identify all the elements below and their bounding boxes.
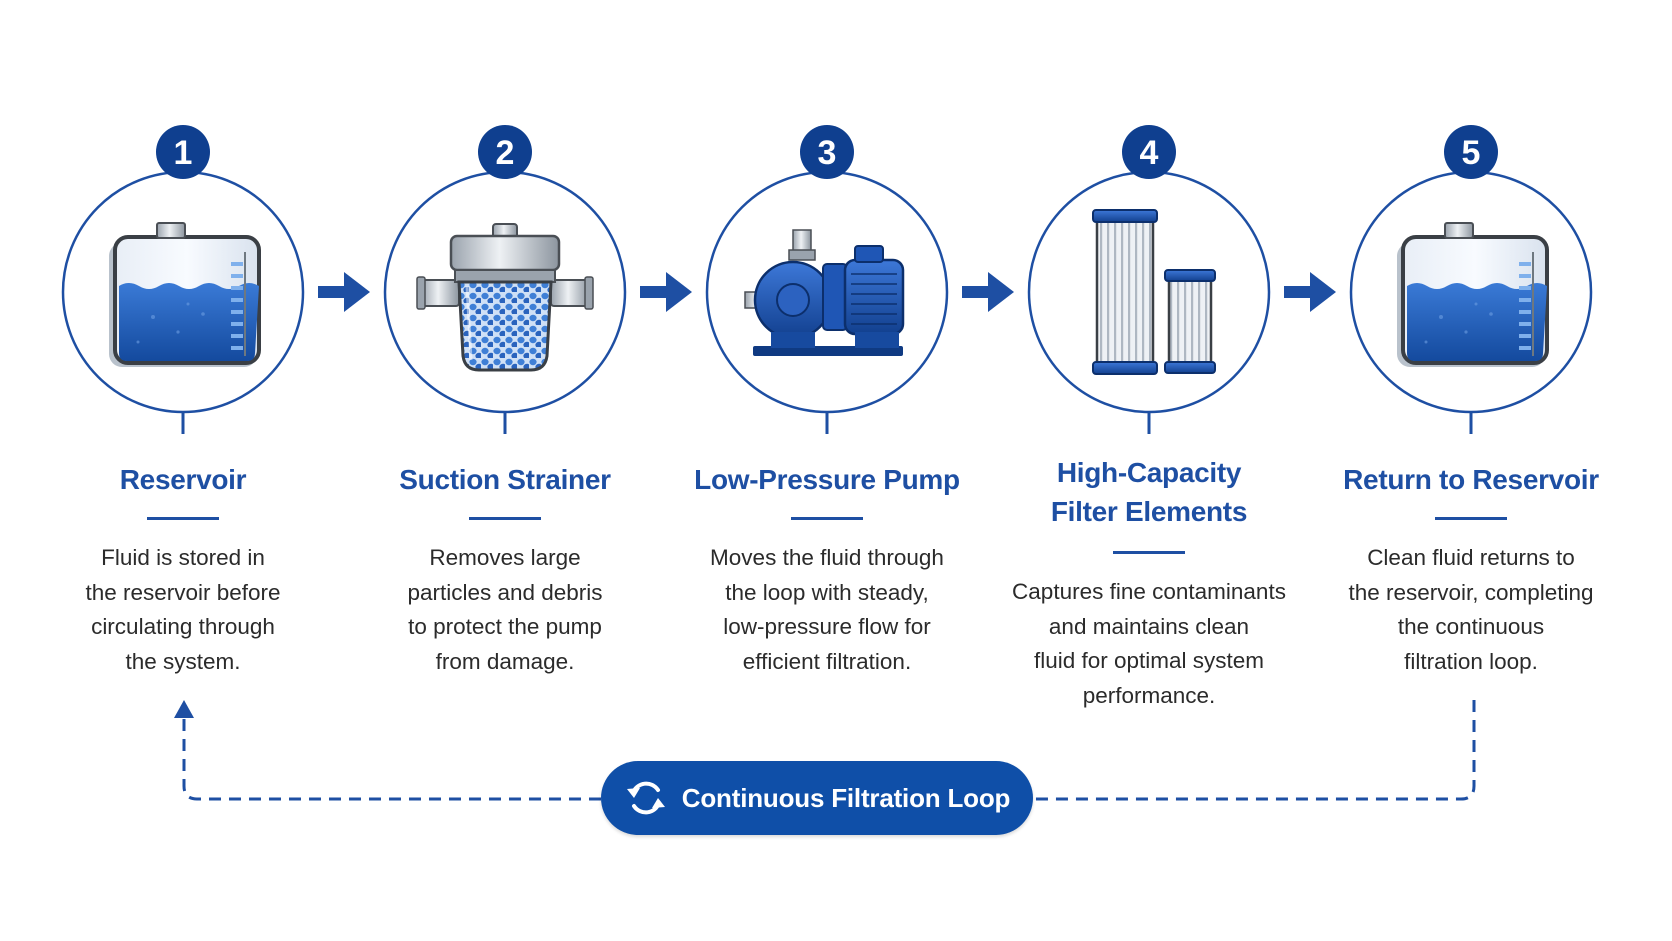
step-title: Return to Reservoir [1311, 460, 1631, 499]
flow-arrow [640, 272, 692, 312]
step-description-line: the continuous [1397, 614, 1545, 639]
step-title: Suction Strainer [345, 460, 665, 499]
step-description: Captures fine contaminants and maintains … [989, 575, 1309, 713]
step-number: 1 [174, 134, 193, 172]
step-description-line: filtration loop. [1404, 648, 1538, 674]
step-1-graphic: 1 [61, 125, 305, 434]
step-description: Moves the fluid through the loop with ste… [667, 541, 987, 679]
step-description: Removes large particles and debris to prot… [345, 541, 665, 679]
step-3-graphic: 3 [705, 125, 949, 434]
step-5-graphic: 5 [1349, 125, 1593, 434]
step-underline [147, 517, 219, 520]
step-number: 4 [1140, 134, 1159, 172]
step-title-line: Return to Reservoir [1343, 464, 1599, 495]
step-description-line: to protect the pump [408, 614, 602, 639]
step-underline [1113, 551, 1185, 554]
step-description-line: the loop with steady, [725, 579, 929, 605]
step-description-line: circulating through [91, 614, 275, 639]
step-underline [791, 517, 863, 520]
step-title-line: Suction Strainer [399, 464, 611, 495]
step-number-badge [1122, 125, 1176, 179]
step-title: Low-Pressure Pump [667, 460, 987, 499]
step-description-line: Moves the fluid through [710, 545, 944, 570]
step-number-badge [478, 125, 532, 179]
step-description-line: and maintains clean [1048, 613, 1250, 639]
step-title: Reservoir [23, 460, 343, 499]
step-number-badge [156, 125, 210, 179]
step-description-line: Captures fine contaminants [1012, 579, 1286, 604]
loop-badge: Continuous Filtration Loop [601, 761, 1033, 835]
step-number: 5 [1462, 134, 1481, 172]
step-description-line: fluid for optimal system [1033, 648, 1265, 673]
step-description-line: Removes large [429, 545, 581, 570]
step-number-badge [800, 125, 854, 179]
loop-arrowhead [174, 700, 194, 718]
step-number: 3 [818, 134, 837, 172]
loop-return-path [182, 700, 1476, 801]
step-description: Clean fluid returns to the reservoir, com… [1311, 541, 1631, 679]
step-description-line: Fluid is stored in [101, 545, 265, 570]
step-description-line: particles and debris [407, 579, 603, 605]
flow-arrow [318, 272, 370, 312]
step-description-line: efficient filtration. [742, 648, 912, 674]
flow-arrow [1284, 272, 1336, 312]
step-title-line: Low-Pressure Pump [694, 464, 960, 495]
step-2-graphic: 2 [383, 125, 627, 434]
step-description-line: the system. [125, 648, 241, 674]
step-title-line: Filter Elements [1050, 496, 1248, 527]
step-underline [469, 517, 541, 520]
refresh-cycle-icon [626, 781, 665, 815]
step-description-line: performance. [1082, 682, 1216, 708]
step-number-badge [1444, 125, 1498, 179]
step-4-graphic: 4 [1027, 125, 1271, 434]
step-underline [1435, 517, 1507, 520]
step-description-line: the reservoir before [85, 579, 281, 605]
step-title-line: Reservoir [119, 464, 247, 495]
loop-label: Continuous Filtration Loop [681, 782, 1011, 813]
step-description-line: Clean fluid returns to [1367, 545, 1575, 570]
flow-arrow [962, 272, 1014, 312]
step-number: 2 [496, 134, 515, 172]
step-description: Fluid is stored in the reservoir before ci… [23, 541, 343, 679]
step-description-line: low-pressure flow for [723, 614, 931, 639]
step-description-line: the reservoir, completing [1348, 579, 1594, 605]
step-title-line: High-Capacity [1056, 457, 1242, 488]
step-description-line: from damage. [435, 648, 575, 674]
